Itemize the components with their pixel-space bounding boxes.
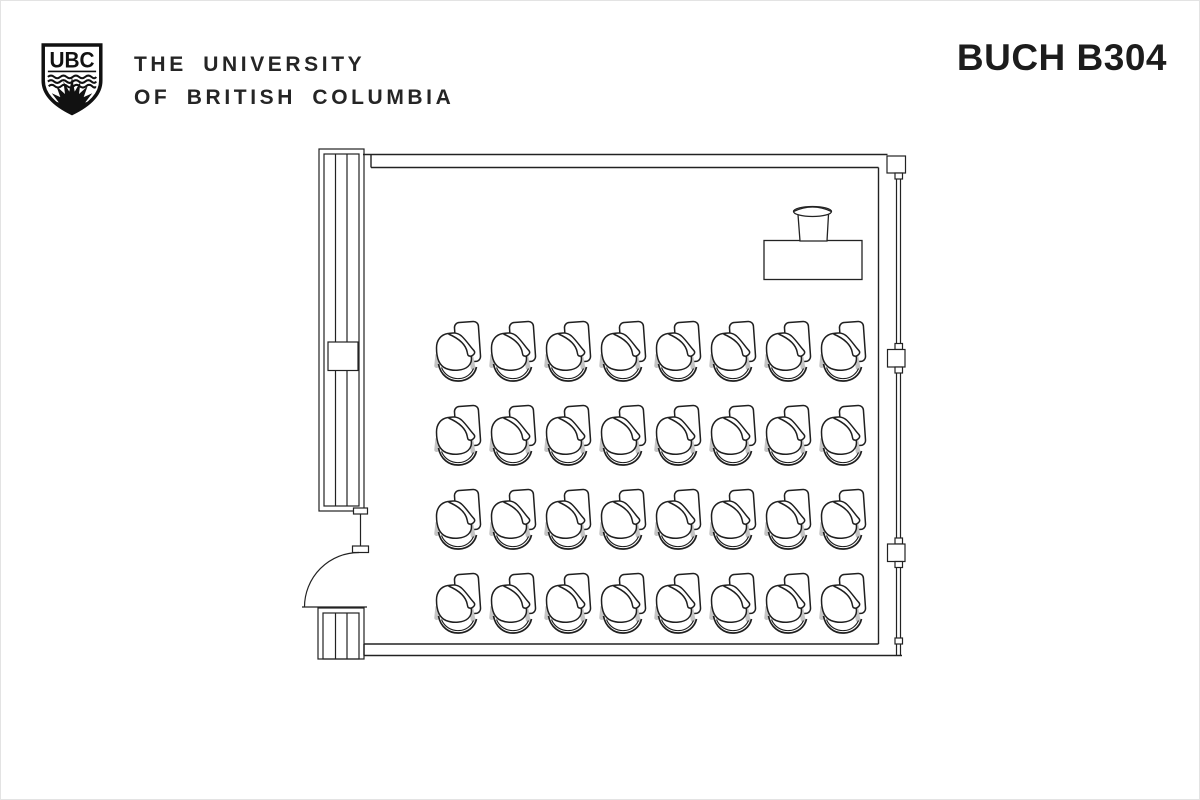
seat <box>708 404 757 466</box>
seat <box>433 488 482 550</box>
lectern-top <box>792 205 833 218</box>
seat <box>488 320 537 382</box>
window-wall-right <box>886 155 907 655</box>
shield-acronym: UBC <box>49 48 94 73</box>
seat <box>488 572 537 634</box>
seat <box>818 404 867 466</box>
lectern-top-rim <box>793 206 832 213</box>
window-left-upper <box>318 148 365 512</box>
seat <box>818 488 867 550</box>
seat <box>763 572 812 634</box>
seat <box>653 488 702 550</box>
seat <box>598 488 647 550</box>
seat <box>433 320 482 382</box>
shield-sunburst <box>51 76 93 112</box>
seat <box>653 404 702 466</box>
room-walls <box>363 153 902 657</box>
seat <box>708 572 757 634</box>
seat <box>653 572 702 634</box>
lectern <box>763 205 863 281</box>
wordmark-line-2: OF BRITISH COLUMBIA <box>134 86 455 109</box>
door-swing <box>302 507 370 608</box>
seat <box>708 488 757 550</box>
university-wordmark: THE UNIVERSITY OF BRITISH COLUMBIA <box>134 48 454 114</box>
seat <box>818 320 867 382</box>
seat <box>598 572 647 634</box>
seat <box>543 488 592 550</box>
seat <box>763 404 812 466</box>
seat <box>598 404 647 466</box>
seat <box>433 572 482 634</box>
seat <box>818 572 867 634</box>
lectern-table <box>763 239 863 281</box>
seat <box>543 404 592 466</box>
seat <box>598 320 647 382</box>
seat <box>763 488 812 550</box>
window-left-lower <box>317 607 365 660</box>
wordmark-line-1: THE UNIVERSITY <box>134 53 366 76</box>
seat <box>433 404 482 466</box>
seat <box>543 572 592 634</box>
room-title: BUCH B304 <box>956 37 1167 78</box>
seat <box>653 320 702 382</box>
ubc-brand: UBC THE UNIVERSITY OF BRITISH COLUMBIA <box>37 41 454 119</box>
ubc-logo-icon: UBC <box>41 43 103 116</box>
seat <box>763 320 812 382</box>
seat-grid <box>433 320 867 634</box>
lectern-body <box>797 213 830 242</box>
seat <box>488 488 537 550</box>
seat <box>543 320 592 382</box>
seat <box>708 320 757 382</box>
seat <box>488 404 537 466</box>
